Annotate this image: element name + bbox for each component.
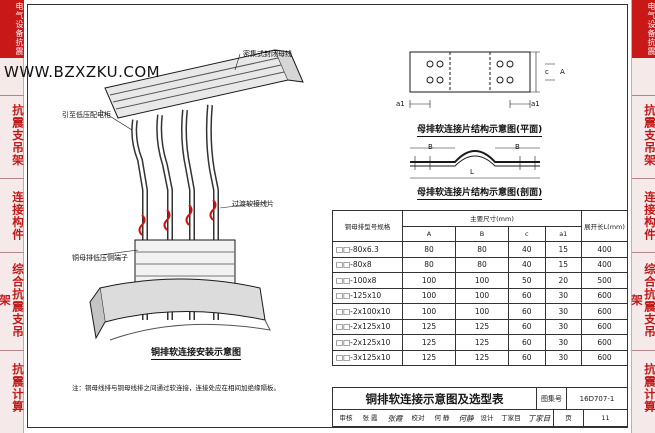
dim-a1-left: a1	[396, 100, 405, 108]
designer-name: 丁家目	[501, 414, 521, 422]
page-label: 页	[553, 410, 583, 427]
label-cable: 引至低压配电柜	[62, 111, 111, 119]
checker-name: 何 静	[434, 414, 450, 422]
page-number: 11	[583, 410, 627, 427]
title-block: 铜排软连接示意图及选型表 图集号 16D707-1 审核 张 霞 张霞 校对 何…	[332, 387, 628, 427]
sidebar-item-combined-hanger[interactable]: 综合抗震支吊架	[630, 262, 655, 338]
sidebar-item-seismic-calc[interactable]: 抗震计算	[643, 363, 655, 413]
section-view-caption: 母排软连接片结构示意图(剖面)	[417, 185, 543, 200]
designer-signature: 丁家目	[527, 414, 551, 423]
sidebar-item-seismic-calc[interactable]: 抗震计算	[11, 363, 25, 413]
label-busway: 密集式封闭母线	[243, 50, 292, 58]
sidebar-separator	[632, 350, 655, 351]
left-sidebar: 电气设备抗震 抗震支吊架 连接构件 综合抗震支吊架 抗震计算	[0, 0, 25, 433]
sidebar-current-tab[interactable]: 电气设备抗震	[0, 0, 24, 58]
design-label: 设计	[480, 414, 494, 422]
drawing-note: 注：铜母线排与铜母线排之间通过软连接，连接处应在相间加绝缘隔板。	[72, 384, 280, 392]
sidebar-separator	[632, 178, 655, 179]
header-B: B	[455, 225, 510, 242]
sidebar-item-connectors[interactable]: 连接构件	[11, 191, 25, 241]
label-transition: 过渡软接线片	[232, 200, 274, 208]
right-sidebar: 电气设备抗震 抗震支吊架 连接构件 综合抗震支吊架 抗震计算	[630, 0, 655, 433]
sidebar-current-tab[interactable]: 电气设备抗震	[632, 0, 655, 58]
sidebar-item-combined-hanger[interactable]: 综合抗震支吊架	[0, 262, 25, 338]
reviewer-name: 张 霞	[362, 414, 378, 422]
dim-L: L	[470, 168, 474, 176]
sidebar-item-seismic-hanger[interactable]: 抗震支吊架	[643, 103, 655, 167]
header-a1: a1	[544, 225, 582, 242]
selection-table: 铜母排型号规格 主要尺寸(mm) 展开长L(mm) A B c a1 □□-80…	[332, 210, 628, 366]
sidebar-separator	[0, 350, 24, 351]
sidebar-item-connectors[interactable]: 连接构件	[643, 191, 655, 241]
checker-signature: 何静	[458, 414, 474, 423]
check-label: 校对	[411, 414, 425, 422]
header-A: A	[401, 225, 457, 242]
watermark-text: WWW.BZXZKU.COM	[4, 63, 161, 81]
sidebar-separator	[632, 252, 655, 253]
dim-a1-right: a1	[531, 100, 540, 108]
sidebar-separator	[632, 95, 655, 96]
sidebar-separator	[0, 178, 24, 179]
dim-c: c	[545, 68, 549, 76]
sidebar-separator	[0, 95, 24, 96]
sidebar-item-seismic-hanger[interactable]: 抗震支吊架	[11, 103, 25, 167]
dim-B-right: B	[515, 143, 520, 151]
installation-drawing	[89, 49, 304, 341]
header-length: 展开长L(mm)	[581, 210, 628, 242]
review-label: 审核	[339, 414, 353, 422]
plan-view-drawing	[409, 51, 555, 108]
drawing-title: 铜排软连接示意图及选型表	[333, 388, 537, 410]
reviewer-signature: 张霞	[387, 414, 403, 423]
sidebar-separator	[0, 252, 24, 253]
dim-B-left: B	[428, 143, 433, 151]
atlas-number: 16D707-1	[567, 388, 627, 410]
header-c: c	[508, 225, 546, 242]
plan-view-caption: 母排软连接片结构示意图(平面)	[417, 122, 543, 137]
install-drawing-caption: 铜排软连接安装示意图	[151, 345, 242, 360]
section-view-drawing	[410, 147, 540, 179]
drawing-frame	[27, 4, 628, 428]
header-model: 铜母排型号规格	[332, 210, 403, 242]
atlas-label: 图集号	[537, 388, 567, 410]
dim-A: A	[560, 68, 565, 76]
label-terminal: 铜母排低压侧端子	[72, 254, 128, 262]
header-main-dims: 主要尺寸(mm)	[402, 210, 582, 227]
